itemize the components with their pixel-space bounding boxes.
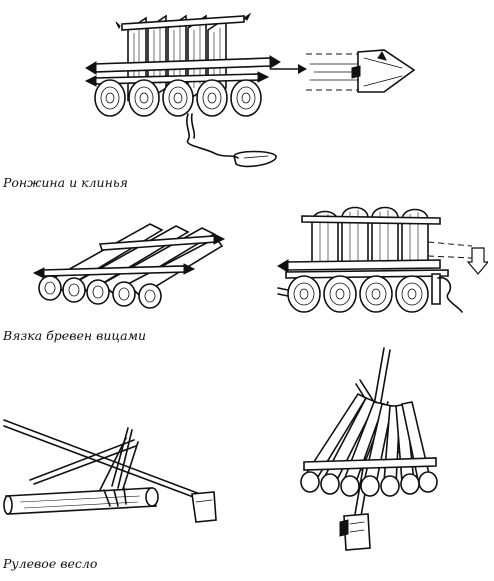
- caption-binding: Вязка бревен вицами: [3, 328, 146, 343]
- caption-oar: Рулевое весло: [3, 556, 98, 571]
- steering-oar-illustration: [0, 410, 232, 528]
- caption-wedges: Ронжина и клинья: [3, 175, 128, 190]
- raft-binding-illustration: [30, 214, 226, 314]
- raft-with-wedges-illustration: [76, 8, 286, 178]
- raft-with-oar-illustration: [296, 344, 444, 562]
- arrow-to-wedge-detail: [268, 62, 308, 76]
- binding-detail-illustration: [272, 202, 488, 324]
- wedge-detail-illustration: [302, 42, 422, 102]
